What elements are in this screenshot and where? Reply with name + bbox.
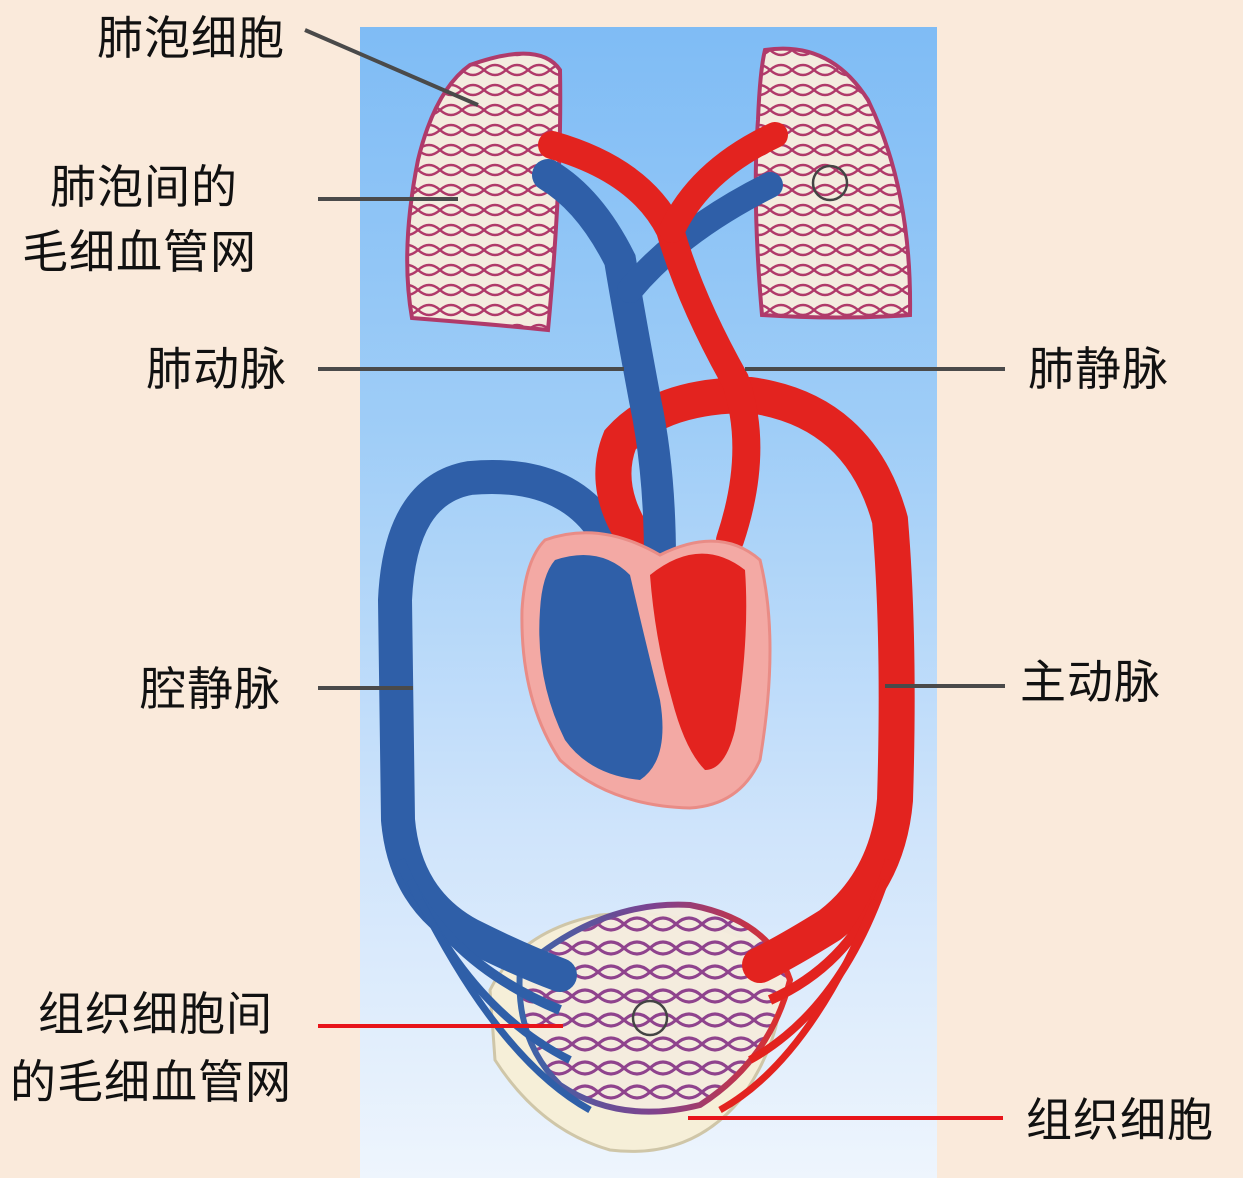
tissue-cell-leader xyxy=(688,1116,1003,1120)
pulmonary-vein-label: 肺静脉 xyxy=(1028,337,1169,401)
alveolar-cell-label: 肺泡细胞 xyxy=(97,6,285,70)
tissue-capillary-leader xyxy=(318,1024,563,1028)
tissue-capillary-label-line2: 的毛细血管网 xyxy=(10,1050,292,1114)
tissue-capillary-label-line1: 组织细胞间 xyxy=(38,982,273,1046)
tissue-cell-label: 组织细胞 xyxy=(1026,1088,1214,1152)
pulmonary-artery-label: 肺动脉 xyxy=(146,337,287,401)
alveolar-capillary-label-line1: 肺泡间的 xyxy=(50,155,238,219)
left-lung xyxy=(407,54,560,330)
vena-cava-leader xyxy=(318,686,413,690)
pulmonary-artery-leader xyxy=(318,367,624,371)
alveolar-capillary-label-line2: 毛细血管网 xyxy=(22,220,257,284)
aorta-leader xyxy=(885,684,1005,688)
aorta-label: 主动脉 xyxy=(1020,650,1161,714)
alveolar-capillary-leader xyxy=(318,197,458,201)
vena-cava-label: 腔静脉 xyxy=(140,657,281,721)
pulmonary-vein-leader xyxy=(745,367,1005,371)
